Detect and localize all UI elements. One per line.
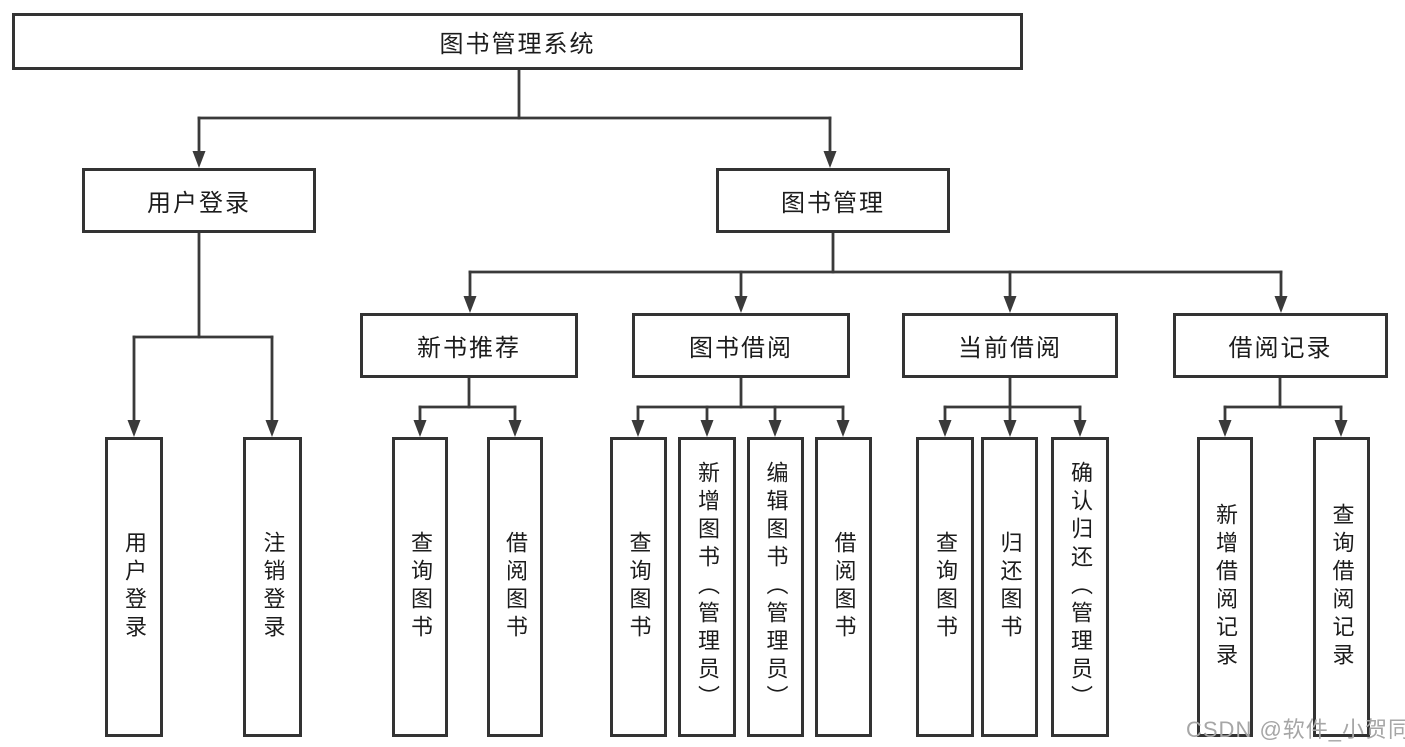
connector-user-login-split [127, 231, 279, 437]
node-leaf-bb-add-books: 新增图书（管理员） [678, 437, 736, 737]
arrowhead [1334, 420, 1348, 437]
node-current-borrow: 当前借阅 [902, 313, 1118, 378]
node-leaf-logout: 注销登录 [243, 437, 302, 737]
arrowhead [413, 420, 427, 437]
arrowhead [631, 420, 645, 437]
leaf-label: 确认归还（管理员） [1068, 461, 1093, 713]
node-new-book-rec: 新书推荐 [360, 313, 578, 378]
arrowhead [1274, 296, 1288, 313]
connector-root-split [192, 68, 837, 168]
node-leaf-bb-edit-books: 编辑图书（管理员） [747, 437, 804, 737]
arrowhead [938, 420, 952, 437]
node-book-mgmt: 图书管理 [716, 168, 950, 233]
connector-book-mgmt-split [463, 231, 1288, 313]
leaf-label: 借阅图书 [831, 531, 857, 643]
arrowhead [508, 420, 522, 437]
node-leaf-cb-query-books: 查询图书 [916, 437, 974, 737]
node-leaf-rec-query-books: 查询图书 [392, 437, 448, 737]
node-leaf-bb-query-books: 查询图书 [610, 437, 667, 737]
arrowhead [734, 296, 748, 313]
connector-book-borrow-split [631, 376, 850, 437]
arrowhead [463, 296, 477, 313]
arrowhead [192, 151, 206, 168]
node-leaf-bb-borrow-books: 借阅图书 [815, 437, 872, 737]
connector-current-borrow-split [938, 376, 1087, 437]
arrowhead [768, 420, 782, 437]
arrowhead [823, 151, 837, 168]
leaf-label: 新增图书（管理员） [695, 461, 720, 713]
node-leaf-rec-borrow-books: 借阅图书 [487, 437, 543, 737]
node-book-borrow: 图书借阅 [632, 313, 850, 378]
leaf-label: 查询图书 [408, 531, 433, 643]
node-root: 图书管理系统 [12, 13, 1023, 70]
leaf-label: 查询图书 [626, 531, 652, 643]
leaf-label: 查询图书 [933, 531, 958, 643]
node-borrow-records: 借阅记录 [1173, 313, 1388, 378]
node-leaf-user-login: 用户登录 [105, 437, 163, 737]
leaf-label: 查询借阅记录 [1329, 503, 1355, 671]
arrowhead [1003, 296, 1017, 313]
connector-new-book-rec-split [413, 376, 522, 437]
node-user-login: 用户登录 [82, 168, 316, 233]
leaf-label: 新增借阅记录 [1213, 503, 1238, 671]
leaf-label: 用户登录 [122, 531, 147, 643]
arrowhead [127, 420, 141, 437]
arrowhead [1218, 420, 1232, 437]
leaf-label: 借阅图书 [503, 531, 528, 643]
node-leaf-cb-confirm-return: 确认归还（管理员） [1051, 437, 1109, 737]
arrowhead [265, 420, 279, 437]
node-leaf-br-add-record: 新增借阅记录 [1197, 437, 1253, 737]
arrowhead [700, 420, 714, 437]
leaf-label: 注销登录 [260, 531, 286, 643]
connector-borrow-records-split [1218, 376, 1348, 437]
leaf-label: 编辑图书（管理员） [763, 461, 789, 713]
node-leaf-br-query-record: 查询借阅记录 [1313, 437, 1370, 737]
node-leaf-cb-return-books: 归还图书 [981, 437, 1038, 737]
arrowhead [1003, 420, 1017, 437]
arrowhead [836, 420, 850, 437]
arrowhead [1073, 420, 1087, 437]
leaf-label: 归还图书 [997, 531, 1023, 643]
